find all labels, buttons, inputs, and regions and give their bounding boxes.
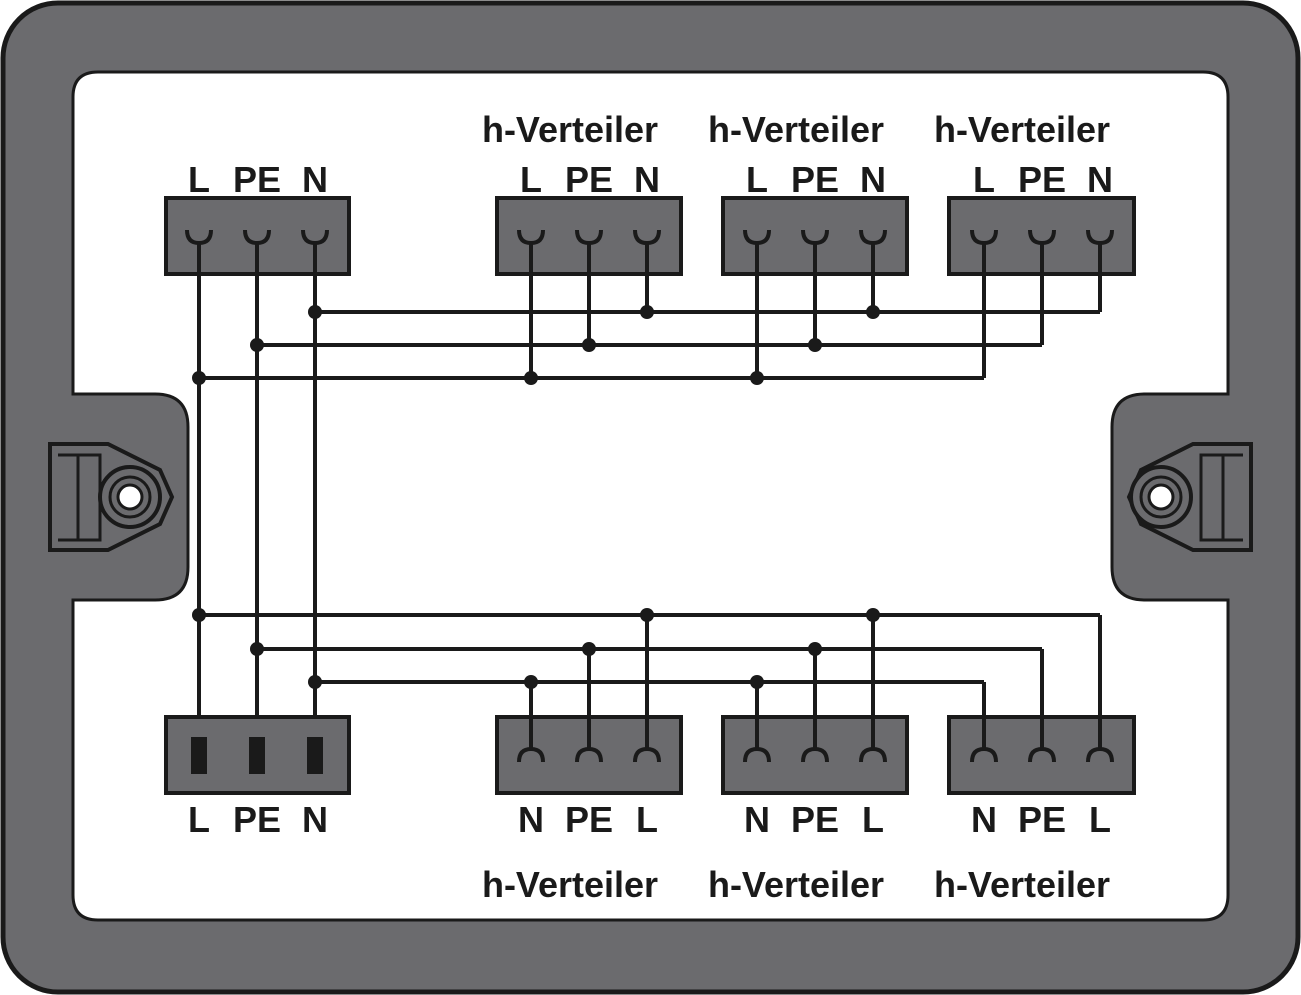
bottom-output-2-labels: N PE L h-Verteiler [708,799,884,905]
pin-plug [191,737,207,774]
pin-plug [249,737,265,774]
bottom-output-pin-label: N [518,799,544,840]
junction-dot [250,338,264,352]
terminal-contact [301,229,329,274]
terminal-contact [801,229,829,274]
bottom-output-1-labels: N PE L h-Verteiler [482,799,658,905]
top-output-title: h-Verteiler [708,109,884,150]
top-output-3-labels: h-Verteiler L PE N [934,109,1113,200]
bottom-output-pin-label: L [1089,799,1111,840]
top-output-pin-label: L [746,159,768,200]
bottom-output-pin-label: N [744,799,770,840]
junction-dot [308,305,322,319]
top-output-title: h-Verteiler [934,109,1110,150]
terminal-contact [575,229,603,274]
junction-dot [750,675,764,689]
terminal-contact [859,717,887,763]
top-output-pin-label: PE [791,159,839,200]
terminal-blocks [164,196,1136,795]
inner-panel [71,70,1230,922]
top-output-pin-label: PE [1018,159,1066,200]
junction-dot [192,371,206,385]
top-input-pin-label: PE [233,159,281,200]
top-input-labels: L PE N [188,159,328,200]
pin-plug [307,737,323,774]
terminal-contact [970,717,998,763]
top-output-pin-label: L [973,159,995,200]
bottom-output-3-labels: N PE L h-Verteiler [934,799,1111,905]
junction-dot [308,675,322,689]
top-output-title: h-Verteiler [482,109,658,150]
bottom-output-title: h-Verteiler [482,864,658,905]
junction-dot [750,371,764,385]
top-output-pin-label: PE [565,159,613,200]
terminal-contact [743,229,771,274]
top-output-pin-label: N [860,159,886,200]
top-output-pin-label: N [634,159,660,200]
terminal-contact [575,717,603,763]
bottom-output-title: h-Verteiler [934,864,1110,905]
junction-dot [808,642,822,656]
bottom-input-pin-label: L [188,799,210,840]
bottom-output-pin-label: PE [1018,799,1066,840]
bottom-input-labels: L PE N [188,799,328,840]
junction-dot [866,305,880,319]
terminal-contact [185,229,213,274]
terminal-contact [1086,229,1114,274]
terminal-contact [517,229,545,274]
bottom-input-pin-label: PE [233,799,281,840]
top-output-pin-label: N [1087,159,1113,200]
bottom-output-pin-label: PE [565,799,613,840]
junction-dot [640,608,654,622]
junction-dot [250,642,264,656]
terminal-contact [743,717,771,763]
top-input-pin-label: N [302,159,328,200]
bottom-output-pin-label: L [862,799,884,840]
terminal-contact [801,717,829,763]
top-output-1-labels: h-Verteiler L PE N [482,109,660,200]
junction-dot [582,338,596,352]
terminal-contact [633,717,661,763]
terminal-contact [1028,717,1056,763]
terminal-contact [859,229,887,274]
junction-dot [192,608,206,622]
terminal-contact [517,717,545,763]
top-output-pin-label: L [520,159,542,200]
terminal-contact [1086,717,1114,763]
terminal-contact [633,229,661,274]
junctions [192,305,880,689]
junction-dot [866,608,880,622]
junction-dot [524,675,538,689]
bottom-output-pin-label: N [971,799,997,840]
bottom-output-pin-label: L [636,799,658,840]
bottom-input-pin-label: N [302,799,328,840]
junction-dot [808,338,822,352]
top-output-2-labels: h-Verteiler L PE N [708,109,886,200]
bottom-output-pin-label: PE [791,799,839,840]
terminal-contact [970,229,998,274]
junction-dot [640,305,654,319]
terminal-contact [1028,229,1056,274]
junction-dot [582,642,596,656]
terminal-contact [243,229,271,274]
top-input-pin-label: L [188,159,210,200]
bottom-output-title: h-Verteiler [708,864,884,905]
left-mounting-tab [48,442,175,552]
junction-dot [524,371,538,385]
right-mounting-tab [1126,442,1253,552]
